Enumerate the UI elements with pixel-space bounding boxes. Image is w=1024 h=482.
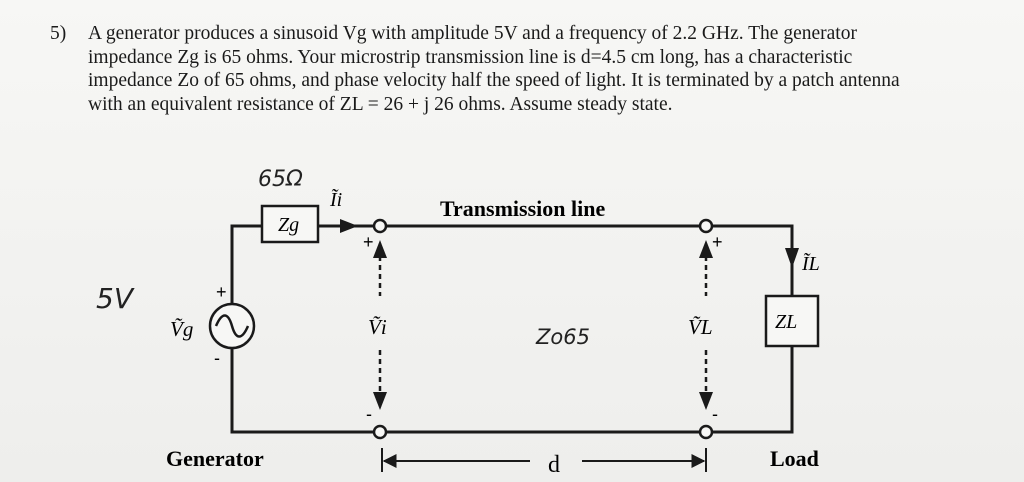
- generator-label: Generator: [166, 446, 264, 471]
- sine-wave-icon: [214, 314, 250, 338]
- problem-line-3: impedance Zo of 65 ohms, and phase veloc…: [88, 70, 900, 91]
- vl-label: ṼL: [688, 315, 713, 339]
- vg-label: Ṽg: [170, 317, 193, 341]
- il-label: ĨL: [801, 251, 820, 275]
- load-terminal-top: [698, 218, 714, 234]
- vl-minus: -: [712, 404, 718, 424]
- source-plus: +: [216, 282, 227, 302]
- problem-line-1: A generator produces a sinusoid Vg with …: [88, 23, 857, 44]
- load-wire: [712, 224, 794, 296]
- source-minus: -: [214, 348, 220, 368]
- current-arrow-il: [785, 248, 799, 268]
- problem-line-2: impedance Zg is 65 ohms. Your microstrip…: [88, 46, 853, 68]
- load-return-wire: [712, 346, 794, 434]
- problem-number: 5): [50, 23, 67, 44]
- zg-box-label: Zg: [278, 214, 299, 236]
- vi-label: Ṽi: [368, 315, 387, 339]
- input-terminal-bottom: [372, 424, 388, 440]
- load-terminal-bottom: [698, 424, 714, 440]
- handwritten-vg-value: 5V: [96, 282, 135, 315]
- d-label: d: [548, 452, 560, 478]
- vi-minus: -: [366, 404, 372, 424]
- handwritten-zo-note: Zo65: [535, 325, 590, 349]
- vl-arrow-up: [699, 240, 713, 258]
- vl-plus: +: [712, 232, 723, 252]
- vi-arrow-up: [373, 240, 387, 258]
- input-terminal-top: [372, 218, 388, 234]
- zg-box: [260, 204, 320, 244]
- load-label: Load: [770, 446, 819, 471]
- zl-box: [764, 294, 820, 348]
- ii-label: Ĩi: [329, 187, 342, 211]
- current-arrow-ii: [340, 219, 358, 233]
- problem-line-4: with an equivalent resistance of ZL = 26…: [88, 93, 673, 115]
- zl-box-label: ZL: [775, 311, 797, 333]
- vi-arrow-down: [373, 392, 387, 410]
- vi-plus: +: [363, 232, 374, 252]
- handwritten-zg-value: 65Ω: [258, 167, 303, 192]
- vl-arrow-down: [699, 392, 713, 410]
- transmission-line-label: Transmission line: [440, 196, 605, 221]
